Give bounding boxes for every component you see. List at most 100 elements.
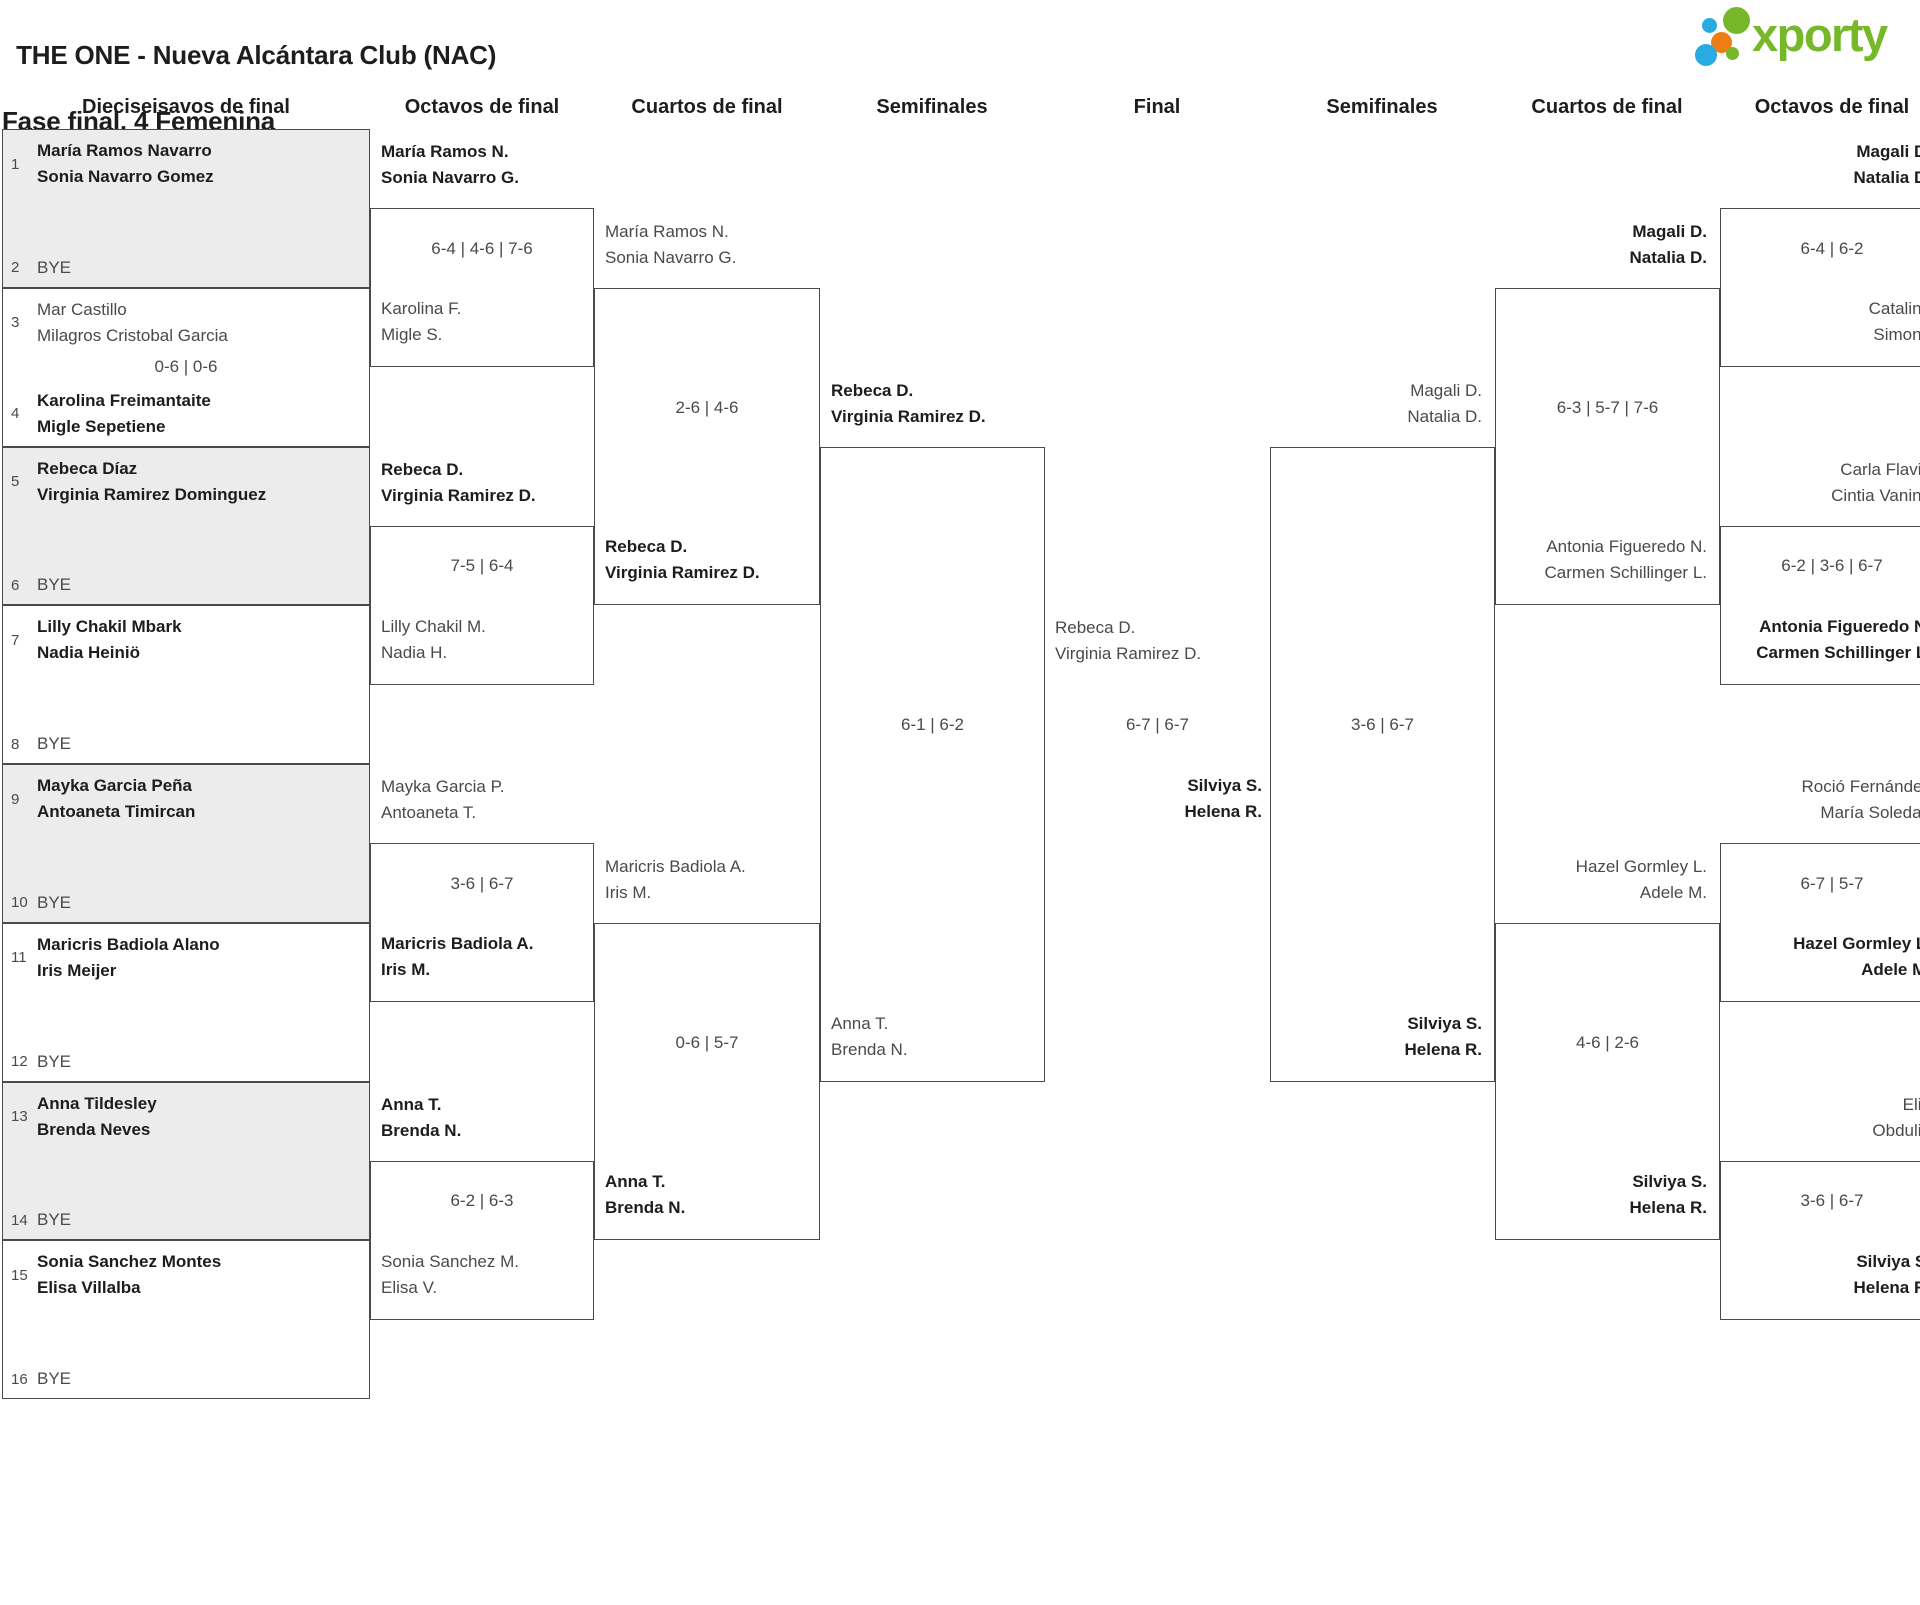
seed-number: 1 <box>11 155 20 173</box>
seed-number: 2 <box>11 259 20 277</box>
match-octavos-left-1: María Ramos N.Sonia Navarro G. 6-4 | 4-6… <box>370 142 594 368</box>
match-score: 6-7 | 6-7 <box>1125 714 1189 734</box>
team-name: Lilly Chakil M.Nadia H. <box>381 616 486 662</box>
team-name: Karolina F.Migle S. <box>381 299 462 345</box>
team-row: 2 BYE <box>11 255 361 281</box>
match-score: 6-4 | 6-2 <box>1800 238 1864 258</box>
team-name: BYE <box>37 575 72 595</box>
team-name: María Ramos N.Sonia Navarro G. <box>605 221 737 267</box>
team-name: Rebeca D.Virginia Ramirez D. <box>831 380 986 426</box>
team-name: Rebeca D.Virginia Ramirez D. <box>605 537 760 583</box>
round-header-octavos-right: Octavos de final <box>1754 96 1910 118</box>
xporty-logo[interactable]: xporty <box>1692 5 1918 67</box>
match-score: 3-6 | 6-7 <box>1800 1191 1864 1211</box>
team-name: Antonia Figueredo N.Carmen Schillinger L… <box>1756 616 1920 662</box>
match-score: 0-6 | 0-6 <box>154 357 218 377</box>
seed-number: 11 <box>11 949 27 967</box>
seed-number: 3 <box>11 314 20 332</box>
team-name: Anna T.Brenda N. <box>831 1013 908 1059</box>
team-name: Maricris Badiola A.Iris M. <box>605 856 746 902</box>
tournament-name: THE ONE - Nueva Alcántara Club (NAC) <box>16 40 497 70</box>
seed-number: 4 <box>11 405 20 422</box>
match-score: 3-6 | 6-7 <box>1350 715 1414 734</box>
seed-number: 8 <box>11 735 20 753</box>
logo-dot-green-large <box>1723 7 1750 34</box>
team-name: Magali D.Natalia D. <box>1853 142 1920 188</box>
logo-dot-blue-small <box>1702 18 1717 33</box>
team-name: Silviya S.Helena R. <box>1629 1172 1707 1218</box>
team-name: María Ramos N.Sonia Navarro G. <box>381 142 519 188</box>
team-row: 8 BYE <box>11 731 361 757</box>
match-octavos-right-2: Carla FlaviaCintia Vanina 6-2 | 3-6 | 6-… <box>1720 460 1920 685</box>
round-header-dieciseisavos: Dieciseisavos de final <box>82 96 290 118</box>
seed-number: 10 <box>11 894 28 912</box>
match-octavos-right-4: ElinObdulia 3-6 | 6-7 Silviya S.Helena R… <box>1720 1095 1920 1320</box>
team-name: ElinObdulia <box>1872 1094 1920 1140</box>
match-score: 6-3 | 5-7 | 7-6 <box>1556 397 1659 417</box>
team-name: Silviya S.Helena R. <box>1853 1251 1920 1297</box>
team-name: Antonia Figueredo N.Carmen Schillinger L… <box>1544 537 1707 583</box>
round-header-cuartos-left: Cuartos de final <box>631 96 783 118</box>
team-name: Anna T.Brenda N. <box>381 1094 462 1140</box>
round-header-semifinales-left: Semifinales <box>876 96 988 118</box>
team-name: BYE <box>37 1210 72 1230</box>
match-score: 0-6 | 5-7 <box>675 1032 739 1052</box>
seed-number: 6 <box>11 576 20 594</box>
team-name: Anna T.Brenda N. <box>605 1172 686 1218</box>
match-cuartos-left-1: María Ramos N.Sonia Navarro G. 2-6 | 4-6… <box>594 222 820 606</box>
team-name: Rebeca D.Virginia Ramirez D. <box>381 459 536 505</box>
match-score: 2-6 | 4-6 <box>675 397 739 417</box>
team-name: Magali D.Natalia D. <box>1629 221 1707 267</box>
match-score: 3-6 | 6-7 <box>450 873 514 893</box>
seed-number: 16 <box>11 1370 28 1388</box>
team-name: BYE <box>37 1051 72 1071</box>
team-name: BYE <box>37 257 72 277</box>
match-score: 6-7 | 5-7 <box>1800 873 1864 893</box>
seed-number: 13 <box>11 1108 28 1125</box>
match-score: 7-5 | 6-4 <box>450 556 514 576</box>
match-cuartos-left-2: Maricris Badiola A.Iris M. 0-6 | 5-7 Ann… <box>594 857 820 1241</box>
round-header-octavos-left: Octavos de final <box>404 96 560 118</box>
team-name: Sonia Sanchez M.Elisa V. <box>381 1251 519 1297</box>
match-score: 6-1 | 6-2 <box>900 715 964 734</box>
logo-wordmark: xporty <box>1752 8 1888 61</box>
match-semifinal-right: Magali D.Natalia D. 3-6 | 6-7 Silviya S.… <box>1270 381 1495 1082</box>
team-name: Rebeca D.Virginia Ramirez D. <box>1055 617 1202 663</box>
seed-number: 7 <box>11 631 20 649</box>
team-row: 14 BYE <box>11 1207 361 1233</box>
match-octavos-right-1: Magali D.Natalia D. 6-4 | 6-2 CatalinaSi… <box>1720 142 1920 368</box>
team-row: 12 BYE <box>11 1049 361 1075</box>
seed-number: 9 <box>11 790 20 808</box>
team-name: Carla FlaviaCintia Vanina <box>1831 459 1920 505</box>
team-name: CatalinaSimone <box>1868 299 1920 345</box>
match-cuartos-right-2: Hazel Gormley L.Adele M. 4-6 | 2-6 Silvi… <box>1495 857 1720 1241</box>
logo-dot-orange <box>1711 32 1732 53</box>
match-octavos-left-3: Mayka Garcia P.Antoaneta T. 3-6 | 6-7 Ma… <box>370 777 594 1003</box>
logo-dot-green-small <box>1726 47 1739 60</box>
match-semifinal-left: Rebeca D.Virginia Ramirez D. 6-1 | 6-2 A… <box>820 381 1045 1082</box>
match-score: 6-2 | 6-3 <box>450 1191 514 1211</box>
seed-number: 5 <box>11 473 20 490</box>
team-name: Silviya S.Helena R. <box>1404 1013 1482 1059</box>
team-row: 6 BYE <box>11 572 361 598</box>
